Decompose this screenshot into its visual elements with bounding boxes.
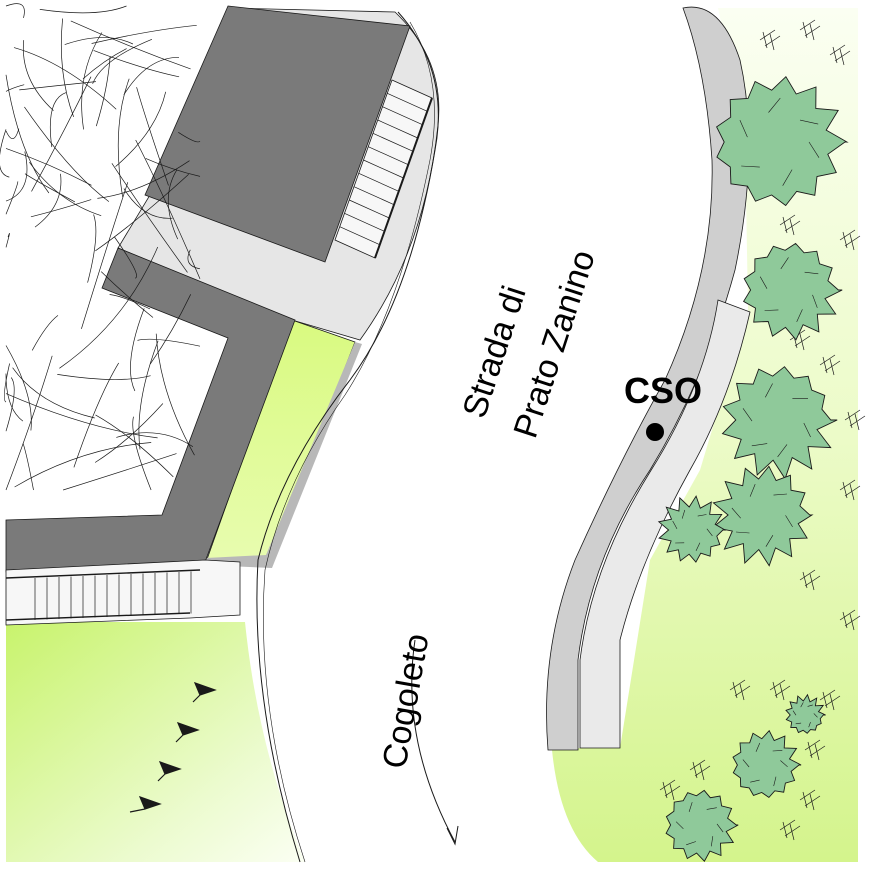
grass-area-right — [552, 8, 858, 862]
arrow-head — [446, 825, 459, 846]
stairs-upper — [334, 79, 433, 259]
dot-marker-icon — [646, 423, 664, 441]
walkway-right — [579, 299, 751, 749]
hatch-scribble-icon — [0, 3, 201, 491]
building-l-shape — [5, 247, 296, 573]
grass-tuft-icon — [659, 19, 866, 841]
arrow-icon — [411, 639, 456, 843]
direction-label: Cogoleto — [375, 631, 436, 772]
point-label: CSO — [624, 370, 702, 411]
stairs-lower — [5, 559, 241, 626]
road-edge-left — [256, 11, 439, 863]
road-edge-left-inner — [263, 21, 435, 863]
grass-area-left — [6, 622, 305, 862]
tree-icon — [657, 75, 849, 862]
building-main — [144, 5, 411, 263]
fence-post-icon — [129, 681, 217, 813]
kerb-strip — [205, 342, 362, 568]
road-name-line2: Prato Zanino — [506, 246, 602, 443]
